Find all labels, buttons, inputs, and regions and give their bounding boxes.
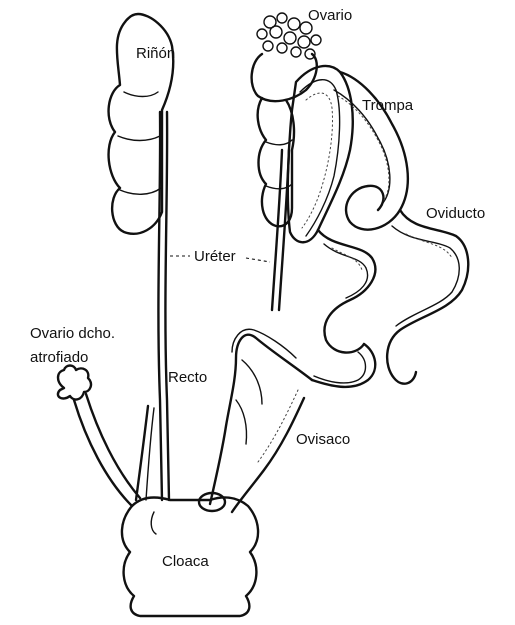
rectum <box>136 406 154 500</box>
infundibulum <box>288 66 353 242</box>
label-ovisaco: Ovisaco <box>296 431 350 448</box>
shell-gland <box>210 329 312 512</box>
right-ureter <box>272 150 289 310</box>
label-recto: Recto <box>168 369 207 386</box>
label-ovario-dcho-line2: atrofiado <box>30 349 88 366</box>
label-trompa: Trompa <box>362 97 414 114</box>
label-rinon: Riñón <box>136 45 175 62</box>
atrophied-right-ovary <box>58 366 140 507</box>
label-ureter: Uréter <box>194 248 236 265</box>
label-ovario: Ovario <box>308 7 352 24</box>
label-cloaca: Cloaca <box>162 553 209 570</box>
ureter-leader-right <box>246 258 270 262</box>
label-ovario-dcho-line1: Ovario dcho. <box>30 325 115 342</box>
left-ureter <box>158 112 169 500</box>
left-ovary <box>252 13 321 101</box>
label-oviducto: Oviducto <box>426 205 485 222</box>
oviduct <box>312 72 468 387</box>
